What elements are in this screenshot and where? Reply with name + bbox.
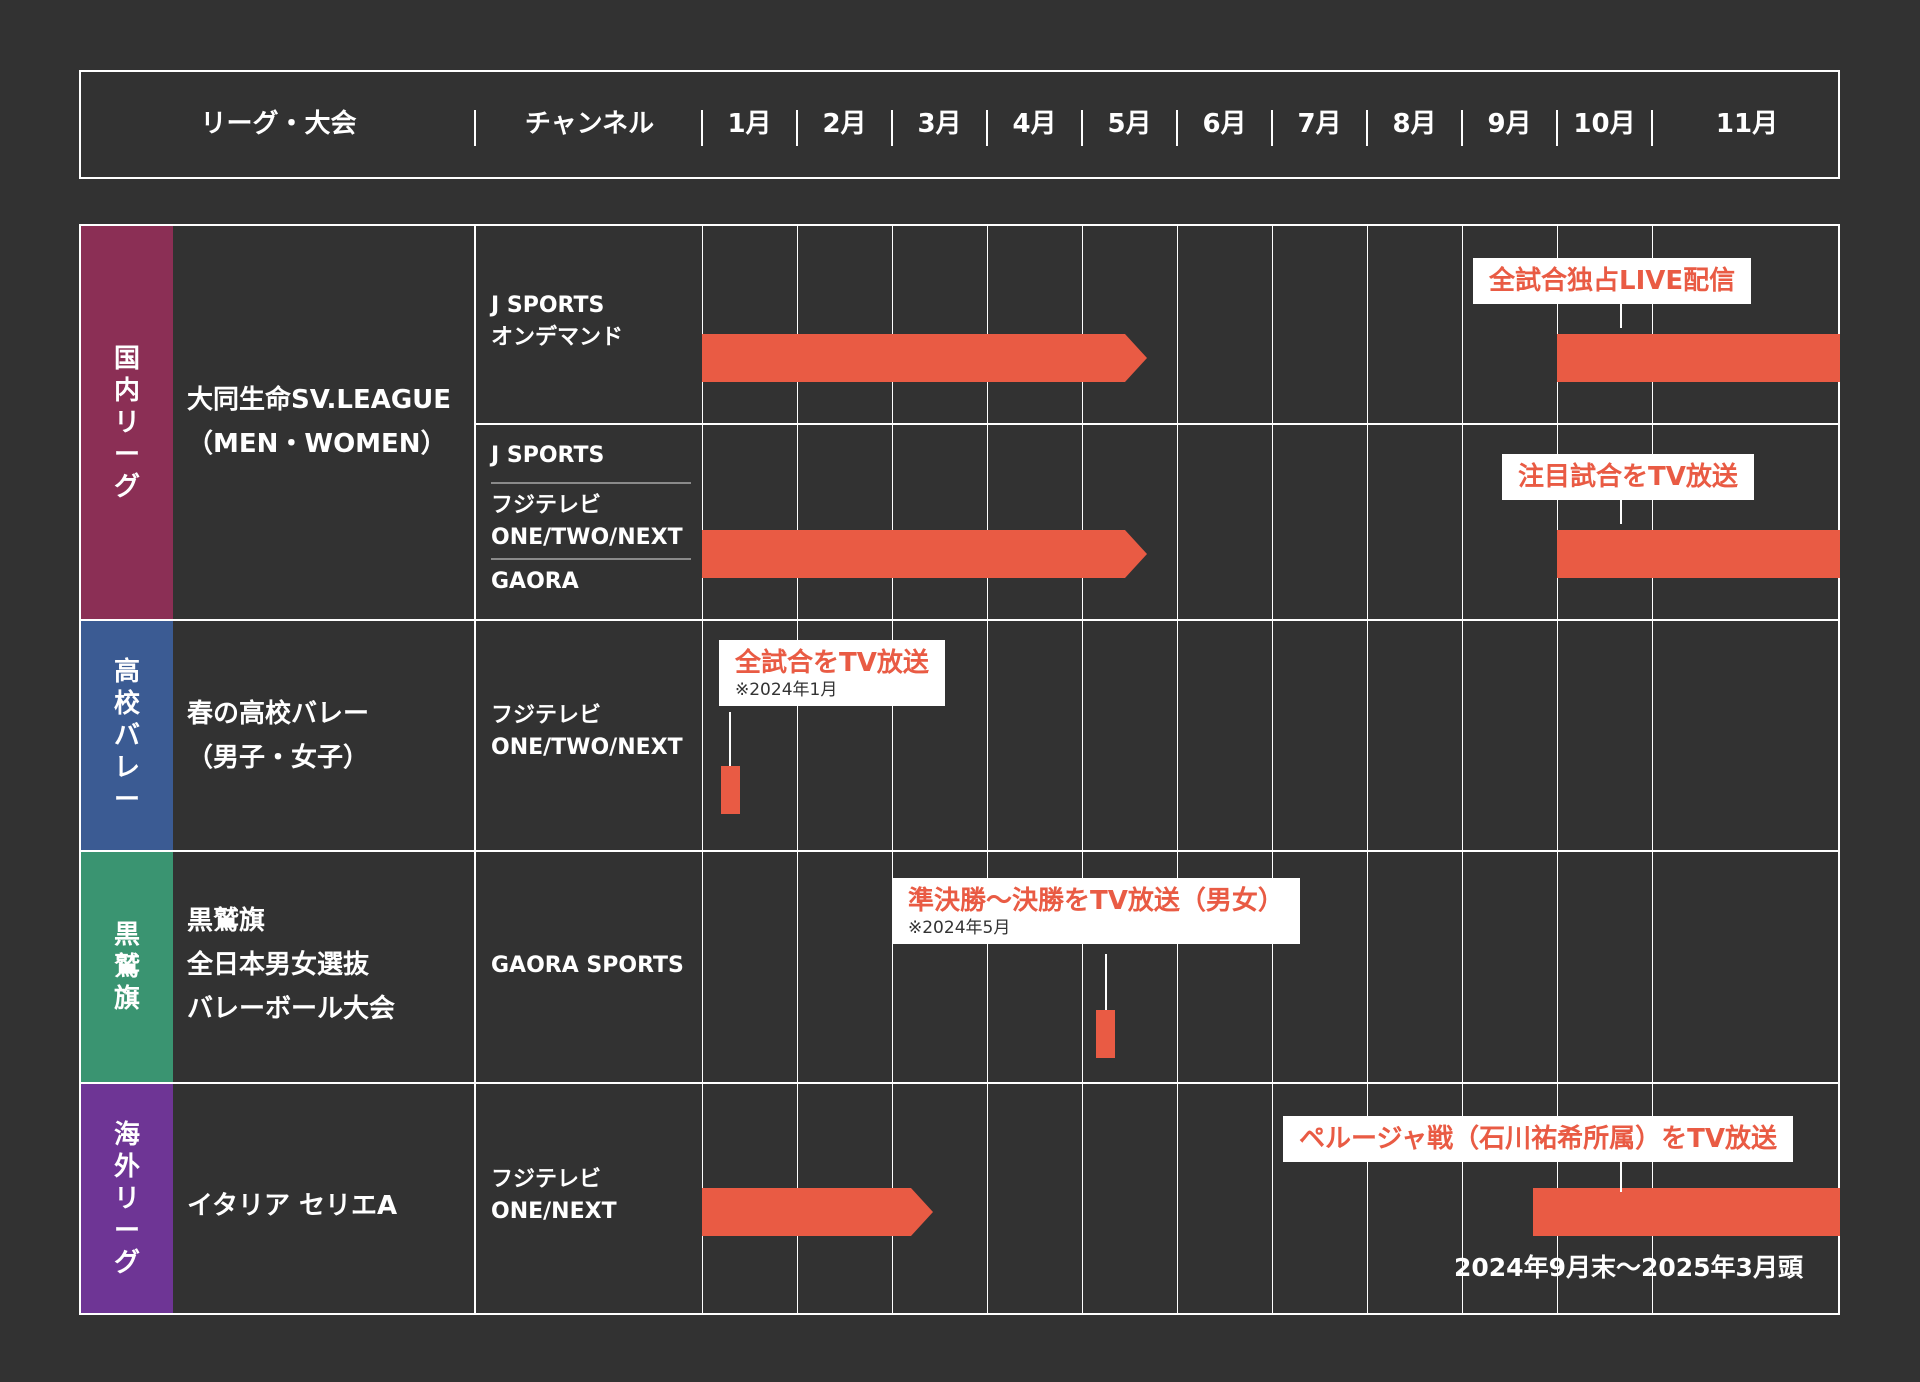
schedule-bar-haruko [721,766,740,814]
channel-gaora-sports: GAORA SPORTS [491,953,684,978]
event-haruko: 春の高校バレー （男子・女子） [187,699,370,773]
callout-stem [729,712,731,766]
callout-title: 全試合をTV放送 [735,648,929,678]
grid-vertical-line [797,226,798,1313]
schedule-bar-seriea [1533,1188,1840,1236]
grid-vertical-line [1272,226,1273,1313]
callout-note: ※2024年1月 [735,680,838,700]
channel-jsports: J SPORTS [491,443,605,468]
grid-vertical-line [474,226,476,1313]
header-separator [796,110,798,146]
serie-a-period-note: 2024年9月末〜2025年3月頭 [1454,1253,1803,1282]
grid-vertical-line [1082,226,1083,1313]
header-separator [986,110,988,146]
callout-sv-live: 全試合独占LIVE配信 [1473,258,1752,304]
callout-note: ※2024年5月 [908,918,1011,938]
callout-stem [1620,494,1622,524]
schedule-bar-seriea [702,1188,911,1236]
callout-sv-tv: 注目試合をTV放送 [1502,454,1754,500]
header-separator [1366,110,1368,146]
month-header-8: 8月 [1392,109,1437,139]
grid-horizontal-line [81,1082,1838,1084]
channel-fujitv: フジテレビ ONE/TWO/NEXT [491,493,683,550]
header-channel-label: チャンネル [524,109,655,139]
band-label: 国内リーグ [113,343,140,502]
month-header-10: 10月 [1573,109,1636,139]
header-league-label: リーグ・大会 [200,109,357,139]
grid-vertical-line [1177,226,1178,1313]
channel-fujitv-one-next: フジテレビ ONE/NEXT [491,1167,617,1224]
event-sv-league: 大同生命SV.LEAGUE （MEN・WOMEN） [187,385,452,459]
schedule-bar-sv-tv [702,530,1125,578]
month-header-4: 4月 [1012,109,1057,139]
grid-vertical-line [1462,226,1463,1313]
callout-title: 全試合独占LIVE配信 [1489,266,1736,296]
header-separator [891,110,893,146]
grid-vertical-line [987,226,988,1313]
schedule-bar-sv-jsports-od [1557,334,1840,382]
callout-stem [1620,1162,1622,1192]
grid-vertical-line [1367,226,1368,1313]
channel-jsports-ondemand: J SPORTS オンデマンド [491,293,624,350]
grid-horizontal-line [81,850,1838,852]
callout-haruko: 全試合をTV放送 ※2024年1月 [719,640,945,706]
band-label: 海外リーグ [113,1119,140,1278]
schedule-bar-kurowashi [1096,1010,1116,1058]
schedule-bar-sv-tv [1557,530,1840,578]
callout-title: ペルージャ戦（石川祐希所属）をTV放送 [1299,1124,1778,1154]
channel-divider [491,482,691,484]
header-separator [1271,110,1273,146]
grid-vertical-line [892,226,893,1313]
month-header-6: 6月 [1202,109,1247,139]
band-domestic-league: 国内リーグ [81,226,173,619]
event-kurowashi: 黒鷲旗 全日本男女選抜 バレーボール大会 [187,906,396,1024]
schedule-header: リーグ・大会 チャンネル 1月 2月 3月 4月 5月 6月 7月 8月 9月 10月 11月 [79,70,1840,179]
schedule-grid: 国内リーグ 高校バレー 黒鷲旗 海外リーグ 大同生命SV.LEAGUE （MEN… [79,224,1840,1315]
channel-divider [491,558,691,560]
header-separator [1556,110,1558,146]
grid-vertical-line [702,226,703,1313]
schedule-bar-arrow [911,1188,933,1236]
month-header-1: 1月 [727,109,772,139]
grid-horizontal-line [81,619,1838,621]
grid-vertical-line [1652,226,1653,1313]
month-header-11: 11月 [1715,109,1779,139]
band-label: 黒鷲旗 [113,920,140,1014]
month-header-9: 9月 [1487,109,1532,139]
schedule-bar-arrow [1124,530,1147,578]
header-separator [1081,110,1083,146]
band-overseas-league: 海外リーグ [81,1084,173,1313]
band-high-school: 高校バレー [81,621,173,850]
channel-gaora: GAORA [491,569,579,594]
grid-vertical-line [1557,226,1558,1313]
grid-vertical-line [173,226,174,1313]
header-separator [1461,110,1463,146]
header-separator [1651,110,1653,146]
callout-title: 準決勝〜決勝をTV放送（男女） [908,886,1284,916]
header-separator [474,110,476,146]
month-header-2: 2月 [822,109,867,139]
callout-serie-a: ペルージャ戦（石川祐希所属）をTV放送 [1283,1116,1794,1162]
band-kurowashi: 黒鷲旗 [81,852,173,1082]
schedule-bar-arrow [1124,334,1147,382]
month-header-5: 5月 [1107,109,1152,139]
header-separator [1176,110,1178,146]
header-separator [701,110,703,146]
band-label: 高校バレー [113,656,140,815]
schedule-bar-sv-jsports-od [702,334,1125,382]
callout-stem [1620,298,1622,328]
callout-kurowashi: 準決勝〜決勝をTV放送（男女） ※2024年5月 [892,878,1300,944]
month-header-7: 7月 [1297,109,1342,139]
callout-stem [1105,954,1107,1010]
month-header-3: 3月 [917,109,962,139]
callout-title: 注目試合をTV放送 [1518,462,1738,492]
grid-horizontal-line [474,423,1838,425]
channel-fujitv-haruko: フジテレビ ONE/TWO/NEXT [491,703,683,760]
event-serie-a: イタリア セリエA [187,1191,398,1221]
